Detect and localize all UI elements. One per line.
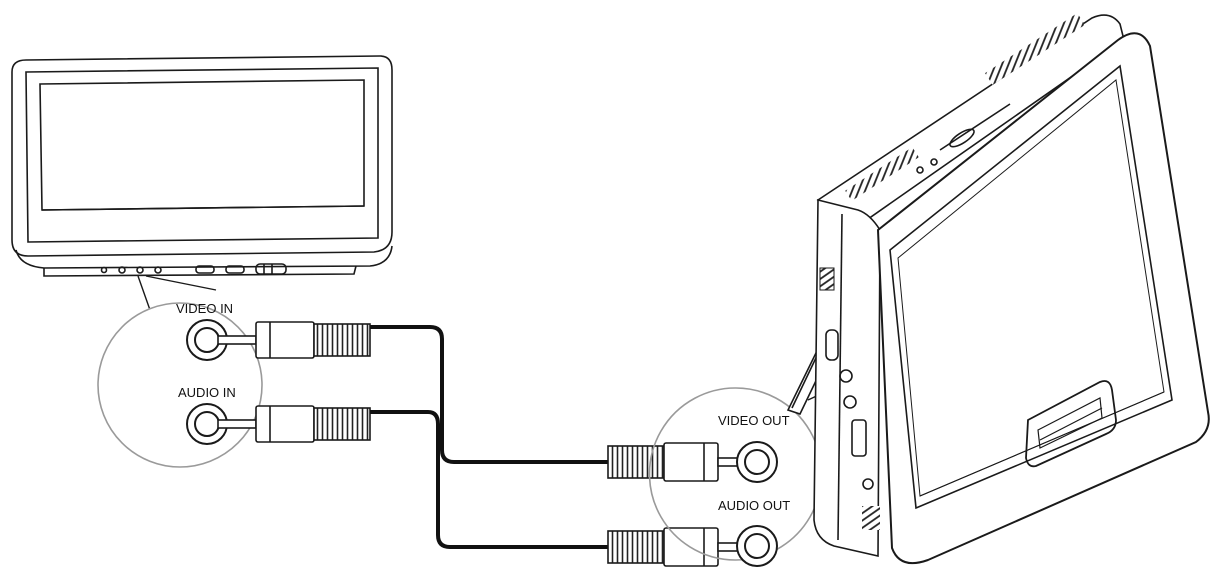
- label-video-in: VIDEO IN: [176, 301, 233, 316]
- audio-cable: [370, 410, 608, 549]
- video-out-plug: [607, 442, 753, 482]
- label-audio-in: AUDIO IN: [178, 385, 236, 400]
- portable-dvd-player: [786, 13, 1210, 564]
- player-top-deck: [816, 14, 1125, 227]
- secondary-monitor: [11, 55, 393, 277]
- jack-dot: [100, 266, 108, 274]
- monitor-left-bezel: [25, 67, 379, 243]
- jack-dot: [118, 266, 126, 274]
- audio-out-jack: [736, 525, 778, 567]
- jack-dot: [154, 266, 162, 274]
- video-in-plug: [217, 321, 371, 359]
- monitor-left-base: [15, 245, 393, 269]
- player-control-slot: [1025, 380, 1117, 468]
- player-side: [813, 198, 881, 558]
- player-screen: [889, 64, 1173, 510]
- label-video-out: VIDEO OUT: [718, 413, 790, 428]
- audio-in-plug: [217, 405, 371, 443]
- output-jacks-callout: [648, 385, 841, 567]
- player-front: [876, 32, 1210, 564]
- label-audio-out: AUDIO OUT: [718, 498, 790, 513]
- video-out-jack: [736, 441, 778, 483]
- callout-circle-right: [648, 387, 823, 561]
- monitor-left-body: [11, 55, 393, 257]
- jack-dot: [136, 266, 144, 274]
- av-cables: [370, 325, 608, 549]
- video-cable: [370, 325, 608, 464]
